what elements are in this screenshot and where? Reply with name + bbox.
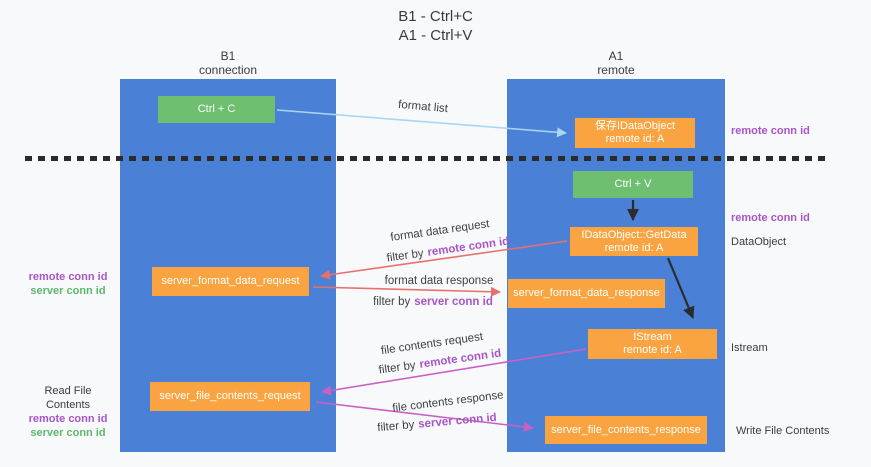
left-column-header: B1 connection	[120, 49, 336, 77]
istream-box: IStream remote id: A	[588, 329, 717, 359]
left-server-conn-id-mid: server conn id	[30, 285, 106, 297]
right-column-header: A1 remote	[507, 49, 725, 77]
left-remote-conn-id-mid: remote conn id	[28, 271, 108, 283]
left-server-conn-id-bottom: server conn id	[30, 427, 106, 439]
left-column-title: B1	[220, 49, 236, 63]
title-line-2: A1 - Ctrl+V	[398, 27, 473, 44]
format-data-response-label: format data response	[384, 275, 494, 287]
right-remote-conn-id-top: remote conn id	[731, 125, 810, 137]
server-format-data-response-label: server_format_data_response	[513, 287, 660, 299]
ctrl-v-label: Ctrl + V	[614, 178, 652, 190]
server-format-data-response-box: server_format_data_response	[508, 279, 665, 308]
left-remote-conn-id-bottom: remote conn id	[28, 413, 108, 425]
left-column-subtitle: connection	[198, 63, 258, 77]
format-response-arrow	[312, 286, 501, 297]
read-file-contents-label: Read File Contents	[44, 385, 92, 411]
filter-by-text: filter by	[386, 247, 425, 265]
right-column-title: A1	[608, 49, 624, 63]
diagram-title: B1 - Ctrl+C A1 - Ctrl+V	[0, 7, 871, 45]
server-file-contents-response-label: server_file_contents_response	[551, 423, 701, 436]
getdata-line1: IDataObject::GetData	[581, 228, 687, 241]
remote-conn-id-text: remote conn id	[426, 235, 510, 259]
server-file-contents-request-box: server_file_contents_request	[150, 382, 310, 411]
right-column-subtitle: remote	[597, 63, 635, 77]
filter-by-text: filter by	[378, 359, 417, 377]
title-line-1: B1 - Ctrl+C	[398, 8, 473, 25]
ctrl-v-box: Ctrl + V	[573, 171, 693, 198]
istream-line2: remote id: A	[623, 344, 682, 356]
remote-conn-id-text: remote conn id	[418, 347, 502, 371]
save-dataobject-line2: remote id: A	[605, 133, 665, 145]
server-format-data-request-label: server_format_data_request	[161, 275, 300, 287]
save-dataobject-line1: 保存IDataObject	[594, 120, 676, 132]
ctrl-c-box: Ctrl + C	[158, 96, 275, 123]
server-file-contents-response-box: server_file_contents_response	[545, 416, 707, 444]
save-dataobject-box: 保存IDataObject remote id: A	[575, 118, 695, 148]
server-file-contents-request-label: server_file_contents_request	[159, 390, 301, 402]
dataobject-label: DataObject	[731, 236, 787, 248]
getdata-line2: remote id: A	[604, 241, 664, 254]
istream-line1: IStream	[633, 331, 672, 343]
filter-by-text: filter by	[376, 419, 415, 435]
getdata-box: IDataObject::GetData remote id: A	[570, 227, 698, 256]
ctrl-c-label: Ctrl + C	[197, 103, 236, 115]
right-remote-conn-id-mid: remote conn id	[731, 212, 810, 224]
left-conn-id-stack-mid: remote conn id server conn id	[22, 270, 114, 298]
filter-by-text: filter by	[373, 296, 411, 308]
write-file-contents-label: Write File Contents	[736, 425, 830, 437]
server-format-data-request-box: server_format_data_request	[152, 267, 309, 296]
format-list-label: format list	[397, 98, 449, 116]
file-contents-response-label: file contents response	[391, 389, 505, 415]
server-conn-id-text: server conn id	[414, 296, 493, 308]
server-conn-id-text: server conn id	[417, 411, 498, 431]
dashed-divider	[25, 156, 831, 161]
istream-side-label: Istream	[731, 342, 768, 354]
left-label-stack-bottom: Read File Contents remote conn id server…	[22, 384, 114, 440]
